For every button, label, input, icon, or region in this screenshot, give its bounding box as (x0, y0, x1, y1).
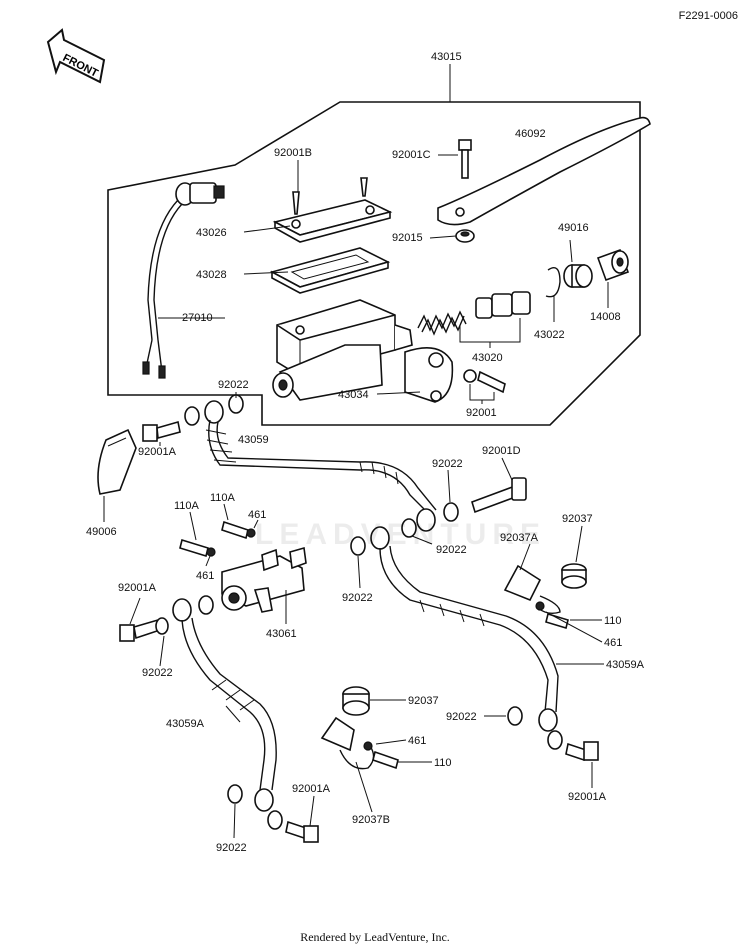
switch-cover (97, 428, 137, 495)
callout-43059A-a: 43059A (606, 659, 645, 671)
callout-92022-a: 92022 (218, 379, 249, 391)
callout-92037-b: 92037 (408, 695, 439, 707)
callout-49016: 49016 (558, 222, 589, 234)
callout-labels: 43015 92001B 92001C 46092 43026 92015 49… (86, 51, 645, 854)
callout-92001A-c: 92001A (292, 783, 331, 795)
grommet-92037-lower (342, 686, 370, 716)
clamp-92037A (503, 564, 569, 630)
callout-92022-g: 92022 (216, 842, 247, 854)
callout-43026: 43026 (196, 227, 227, 239)
callout-92037-a: 92037 (562, 513, 593, 525)
callout-14008: 14008 (590, 311, 621, 323)
cap-screws (292, 177, 368, 215)
callout-43059A-b: 43059A (166, 718, 205, 730)
callout-43061: 43061 (266, 628, 297, 640)
master-cylinder-body (272, 299, 454, 403)
callout-92001B: 92001B (274, 147, 312, 159)
callout-92037A: 92037A (500, 532, 539, 544)
diagram-code: F2291-0006 (678, 10, 738, 22)
banjo-bolt-92001A-right (507, 706, 599, 762)
callout-92001A-d: 92001A (568, 791, 607, 803)
callout-46092: 46092 (515, 128, 546, 140)
pushrod (596, 248, 630, 282)
callout-92022-b: 92022 (432, 458, 463, 470)
leader-lines (103, 154, 609, 839)
brake-light-switch (142, 182, 225, 379)
three-way-joint (221, 546, 307, 613)
center-washers (172, 526, 390, 622)
piston-assembly (417, 291, 531, 336)
brake-hose-43059A-right (379, 545, 559, 732)
bolt-110A-right (221, 520, 256, 540)
banjo-bolt-92001D (401, 477, 527, 538)
reservoir-cap (272, 199, 393, 243)
assembly-frame (107, 101, 641, 426)
callout-43020: 43020 (472, 352, 503, 364)
grommet-92037-upper (561, 563, 587, 589)
callout-92037B: 92037B (352, 814, 390, 826)
callout-43015: 43015 (431, 51, 462, 63)
watermark: LEADVENTURE (255, 518, 547, 551)
front-arrow-icon: FRONT (46, 28, 106, 84)
diaphragm (269, 247, 391, 294)
bolt-110A-left (179, 538, 216, 558)
footer-credit: Rendered by LeadVenture, Inc. (300, 930, 450, 944)
banjo-bolt-92001A-left (119, 617, 169, 642)
clamp-92037B (320, 716, 399, 770)
pivot-nut (455, 229, 475, 243)
callout-92001A-b: 92001A (118, 582, 157, 594)
mounting-bolt (463, 369, 506, 394)
dust-boot (563, 264, 593, 288)
pivot-bolt (458, 139, 472, 179)
callout-92022-d: 92022 (342, 592, 373, 604)
banjo-washers-upper (184, 394, 244, 426)
callout-110-b: 110 (434, 757, 452, 769)
circlip (545, 267, 561, 298)
callout-92022-e: 92022 (142, 667, 173, 679)
brake-hose-43059 (204, 400, 437, 532)
brake-hose-43059A-left (181, 617, 277, 812)
callout-92001A-a: 92001A (138, 446, 177, 458)
banjo-bolt-92001A-bottom (227, 784, 319, 843)
callout-43059: 43059 (238, 434, 269, 446)
brake-lever (437, 116, 651, 226)
callout-92022-f: 92022 (446, 711, 477, 723)
callout-27010: 27010 (182, 312, 213, 324)
callout-43028: 43028 (196, 269, 227, 281)
banjo-bolt-92001A-upper (142, 420, 181, 442)
callout-110A-a: 110A (174, 500, 200, 512)
callout-43034: 43034 (338, 389, 369, 401)
callout-92022-c: 92022 (436, 544, 467, 556)
callout-461-d: 461 (408, 735, 426, 747)
callout-110A-b: 110A (210, 492, 236, 504)
callout-110-a: 110 (604, 615, 622, 627)
callout-92015: 92015 (392, 232, 423, 244)
callout-92001C: 92001C (392, 149, 431, 161)
callout-461-c: 461 (604, 637, 622, 649)
callout-461-b: 461 (196, 570, 214, 582)
callout-49006: 49006 (86, 526, 117, 538)
callout-92001D: 92001D (482, 445, 521, 457)
callout-43022: 43022 (534, 329, 565, 341)
callout-92001: 92001 (466, 407, 497, 419)
callout-461-a: 461 (248, 509, 266, 521)
